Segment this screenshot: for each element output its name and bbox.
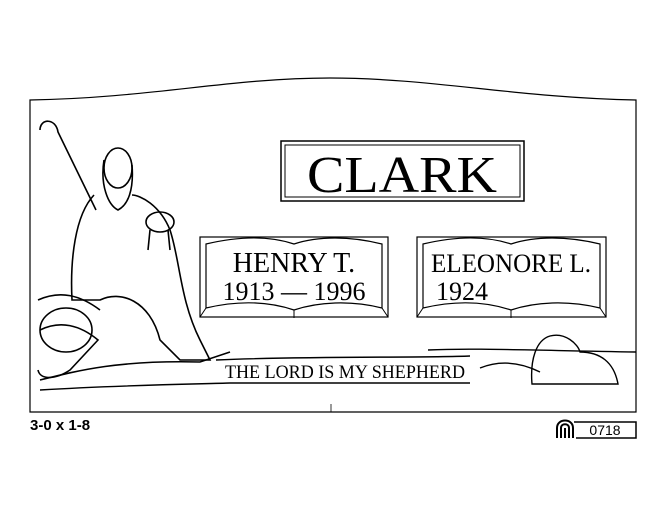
family-name-panel: CLARK	[280, 140, 525, 204]
name-panel-eleonore: ELEONORE L. 1924	[416, 236, 607, 318]
name-panel-henry: HENRY T. 1913 — 1996	[199, 236, 389, 318]
maker-logo-icon	[556, 419, 574, 438]
panel-dates: 1913 — 1996	[223, 277, 366, 306]
design-number-badge: 0718	[556, 419, 637, 439]
design-number: 0718	[589, 422, 620, 438]
epitaph: THE LORD IS MY SHEPHERD	[225, 362, 465, 383]
shepherd-illustration	[37, 120, 231, 381]
panel-name: ELEONORE L.	[431, 249, 591, 278]
family-name: CLARK	[307, 147, 497, 204]
size-label: 3-0 x 1-8	[30, 417, 90, 434]
epitaph-ribbon	[39, 334, 637, 391]
panel-dates: 1924	[436, 277, 488, 306]
panel-name: HENRY T.	[233, 248, 355, 279]
stone-outline	[29, 77, 637, 413]
